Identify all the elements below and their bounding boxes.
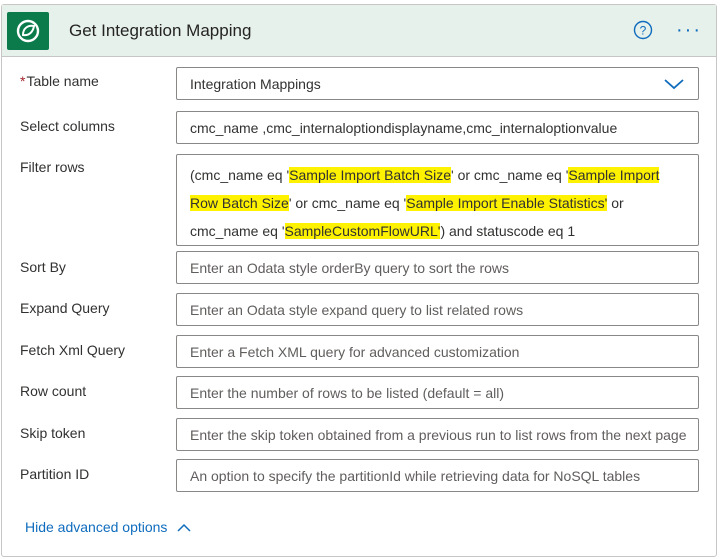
row-count-input[interactable]: Enter the number of rows to be listed (d… <box>176 376 699 409</box>
sort-by-input[interactable]: Enter an Odata style orderBy query to so… <box>176 251 699 284</box>
filter-text: cmc_name eq ' <box>190 223 285 239</box>
sort-by-label: Sort By <box>20 259 66 275</box>
filter-line-3: cmc_name eq 'SampleCustomFlowURL') and s… <box>190 217 685 245</box>
expand-query-placeholder: Enter an Odata style expand query to lis… <box>190 301 524 318</box>
table-name-label: *Table name <box>20 73 99 89</box>
help-icon[interactable]: ? <box>632 19 654 41</box>
filter-highlight: Sample Import Batch Size <box>289 167 452 183</box>
sort-by-placeholder: Enter an Odata style orderBy query to so… <box>190 259 510 276</box>
card-header[interactable]: Get Integration Mapping ? ··· <box>2 5 716 57</box>
filter-highlight: Sample Import Enable Statistics' <box>406 195 608 211</box>
filter-rows-input[interactable]: (cmc_name eq 'Sample Import Batch Size' … <box>176 154 699 246</box>
filter-text: or <box>607 195 624 211</box>
hide-advanced-options-label: Hide advanced options <box>25 519 168 535</box>
row-count-placeholder: Enter the number of rows to be listed (d… <box>190 384 504 401</box>
partition-id-label: Partition ID <box>20 466 90 482</box>
action-card: Get Integration Mapping ? ··· *Table nam… <box>1 4 717 557</box>
partition-id-placeholder: An option to specify the partitionId whi… <box>190 467 641 484</box>
filter-text: ) and statuscode eq 1 <box>440 223 576 239</box>
filter-line-2: Row Batch Size' or cmc_name eq 'Sample I… <box>190 189 685 217</box>
filter-rows-label: Filter rows <box>20 159 85 175</box>
select-columns-label: Select columns <box>20 118 115 134</box>
dataverse-logo-icon <box>7 12 49 50</box>
row-count-label: Row count <box>20 383 87 399</box>
table-name-label-text: Table name <box>26 73 99 89</box>
chevron-up-icon <box>177 523 191 532</box>
expand-query-input[interactable]: Enter an Odata style expand query to lis… <box>176 293 699 326</box>
filter-highlight: Sample Import <box>568 167 660 183</box>
hide-advanced-options-link[interactable]: Hide advanced options <box>25 519 191 535</box>
ellipsis-icon[interactable]: ··· <box>676 19 702 41</box>
skip-token-placeholder: Enter the skip token obtained from a pre… <box>190 426 687 443</box>
table-name-value: Integration Mappings <box>190 75 321 92</box>
expand-query-label: Expand Query <box>20 300 110 316</box>
select-columns-value: cmc_name ,cmc_internaloptiondisplayname,… <box>190 119 618 136</box>
filter-text: ' or cmc_name eq ' <box>451 167 569 183</box>
fetch-xml-label: Fetch Xml Query <box>20 342 126 358</box>
chevron-down-icon[interactable] <box>661 74 687 94</box>
table-name-dropdown[interactable]: Integration Mappings <box>176 67 699 100</box>
skip-token-label: Skip token <box>20 425 86 441</box>
filter-text: (cmc_name eq ' <box>190 167 290 183</box>
select-columns-input[interactable]: cmc_name ,cmc_internaloptiondisplayname,… <box>176 111 699 144</box>
required-mark: * <box>20 73 26 89</box>
skip-token-input[interactable]: Enter the skip token obtained from a pre… <box>176 418 699 451</box>
fetch-xml-placeholder: Enter a Fetch XML query for advanced cus… <box>190 343 520 360</box>
svg-text:?: ? <box>640 24 647 38</box>
fetch-xml-input[interactable]: Enter a Fetch XML query for advanced cus… <box>176 335 699 368</box>
action-title[interactable]: Get Integration Mapping <box>69 21 252 40</box>
filter-highlight: Row Batch Size <box>190 195 289 211</box>
filter-line-1: (cmc_name eq 'Sample Import Batch Size' … <box>190 161 685 189</box>
filter-highlight: SampleCustomFlowURL' <box>284 223 441 239</box>
filter-text: ' or cmc_name eq ' <box>288 195 407 211</box>
partition-id-input[interactable]: An option to specify the partitionId whi… <box>176 459 699 492</box>
